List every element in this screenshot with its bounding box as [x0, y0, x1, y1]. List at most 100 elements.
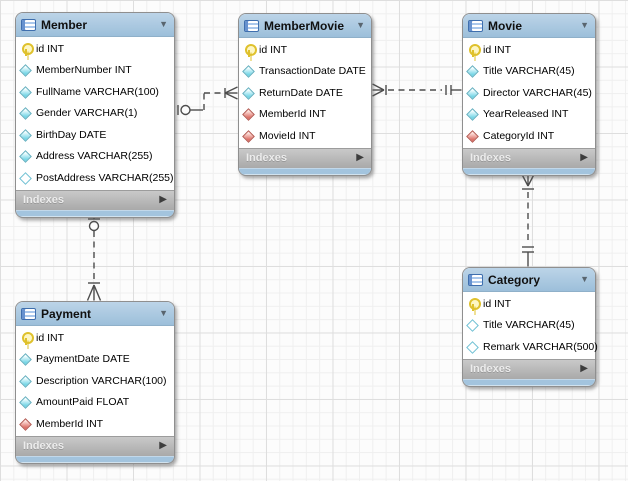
table-bottom-strip	[16, 455, 174, 463]
table-columns: id INT Title VARCHAR(45) Director VARCHA…	[463, 38, 595, 148]
relationship-member-membermovie[interactable]	[178, 87, 238, 115]
column-name: id INT	[259, 43, 288, 56]
expand-arrow-icon[interactable]: ▶	[356, 152, 364, 163]
table-icon	[468, 273, 483, 286]
table-title: Payment	[41, 306, 92, 321]
table-columns: id INT MemberNumber INT FullName VARCHAR…	[16, 37, 174, 190]
column-name: ReturnDate DATE	[259, 86, 343, 99]
table-header[interactable]: MemberMovie ▼	[239, 14, 371, 38]
table-title: Category	[488, 272, 541, 287]
column-row[interactable]: MemberNumber INT	[16, 60, 174, 82]
relationship-member-payment[interactable]	[88, 214, 101, 301]
indexes-label: Indexes	[23, 440, 64, 452]
collapse-arrow-icon[interactable]: ▼	[159, 19, 168, 29]
indexes-bar[interactable]: Indexes ▶	[463, 147, 595, 168]
column-type-icon	[467, 43, 481, 57]
column-row[interactable]: YearReleased INT	[463, 104, 595, 126]
expand-arrow-icon[interactable]: ▶	[580, 363, 588, 374]
column-name: BirthDay DATE	[36, 128, 107, 141]
table-category[interactable]: Category ▼ id INT Title VARCHAR(45) Rema…	[462, 267, 598, 387]
column-row[interactable]: BirthDay DATE	[16, 124, 174, 146]
column-type-icon	[20, 63, 31, 77]
collapse-arrow-icon[interactable]: ▼	[159, 308, 168, 318]
table-member[interactable]: Member ▼ id INT MemberNumber INT FullNam…	[15, 12, 175, 218]
column-type-icon	[20, 85, 31, 99]
table-title: MemberMovie	[264, 18, 345, 33]
indexes-bar[interactable]: Indexes ▶	[463, 358, 595, 379]
column-row[interactable]: MemberId INT	[16, 413, 174, 435]
table-movie[interactable]: Movie ▼ id INT Title VARCHAR(45) Directo…	[462, 13, 596, 176]
column-row[interactable]: Remark VARCHAR(500)	[463, 336, 598, 358]
column-row[interactable]: Director VARCHAR(45)	[463, 82, 595, 104]
column-name: TransactionDate DATE	[259, 65, 366, 78]
column-type-icon	[20, 352, 31, 366]
collapse-arrow-icon[interactable]: ▼	[580, 274, 589, 284]
expand-arrow-icon[interactable]: ▶	[159, 194, 167, 205]
column-name: PostAddress VARCHAR(255)	[36, 171, 174, 184]
indexes-bar[interactable]: Indexes ▶	[16, 435, 174, 456]
column-row[interactable]: PaymentDate DATE	[16, 349, 174, 371]
table-header[interactable]: Member ▼	[16, 13, 174, 37]
column-row[interactable]: id INT	[239, 39, 371, 61]
table-header[interactable]: Payment ▼	[16, 302, 174, 326]
column-name: Title VARCHAR(45)	[483, 65, 575, 78]
expand-arrow-icon[interactable]: ▶	[159, 440, 167, 451]
column-row[interactable]: ReturnDate DATE	[239, 82, 371, 104]
column-name: Remark VARCHAR(500)	[483, 340, 598, 353]
column-type-icon	[20, 106, 31, 120]
column-row[interactable]: Title VARCHAR(45)	[463, 61, 595, 83]
table-membermovie[interactable]: MemberMovie ▼ id INT TransactionDate DAT…	[238, 13, 372, 176]
column-row[interactable]: CategoryId INT	[463, 125, 595, 147]
table-header[interactable]: Category ▼	[463, 268, 595, 292]
indexes-bar[interactable]: Indexes ▶	[239, 147, 371, 168]
table-icon	[21, 307, 36, 320]
table-columns: id INT TransactionDate DATE ReturnDate D…	[239, 38, 371, 148]
column-type-icon	[467, 340, 478, 354]
table-header[interactable]: Movie ▼	[463, 14, 595, 38]
column-type-icon	[20, 149, 31, 163]
column-row[interactable]: TransactionDate DATE	[239, 61, 371, 83]
column-name: id INT	[36, 331, 65, 344]
column-type-icon	[243, 64, 254, 78]
column-row[interactable]: id INT	[463, 39, 595, 61]
column-type-icon	[467, 318, 478, 332]
collapse-arrow-icon[interactable]: ▼	[356, 20, 365, 30]
column-row[interactable]: MemberId INT	[239, 104, 371, 126]
column-row[interactable]: Address VARCHAR(255)	[16, 146, 174, 168]
column-name: FullName VARCHAR(100)	[36, 85, 159, 98]
column-name: PaymentDate DATE	[36, 353, 130, 366]
column-row[interactable]: id INT	[463, 293, 595, 315]
column-type-icon	[467, 86, 478, 100]
table-bottom-strip	[239, 167, 371, 175]
column-name: id INT	[483, 43, 512, 56]
relationship-movie-category[interactable]	[522, 174, 535, 267]
column-type-icon	[243, 43, 257, 57]
column-row[interactable]: PostAddress VARCHAR(255)	[16, 167, 174, 189]
column-name: YearReleased INT	[483, 108, 569, 121]
column-name: Description VARCHAR(100)	[36, 374, 167, 387]
table-payment[interactable]: Payment ▼ id INT PaymentDate DATE Descri…	[15, 301, 175, 464]
column-type-icon	[20, 417, 31, 431]
column-row[interactable]: FullName VARCHAR(100)	[16, 81, 174, 103]
indexes-bar[interactable]: Indexes ▶	[16, 189, 174, 210]
table-bottom-strip	[463, 378, 595, 386]
column-row[interactable]: MovieId INT	[239, 125, 371, 147]
column-row[interactable]: Title VARCHAR(45)	[463, 315, 595, 337]
column-row[interactable]: id INT	[16, 38, 174, 60]
relationship-membermovie-movie[interactable]	[373, 84, 462, 96]
column-row[interactable]: Description VARCHAR(100)	[16, 370, 174, 392]
column-row[interactable]: Gender VARCHAR(1)	[16, 103, 174, 125]
indexes-label: Indexes	[470, 363, 511, 375]
column-row[interactable]: id INT	[16, 327, 174, 349]
column-row[interactable]: AmountPaid FLOAT	[16, 392, 174, 414]
indexes-label: Indexes	[23, 194, 64, 206]
expand-arrow-icon[interactable]: ▶	[580, 152, 588, 163]
column-name: id INT	[483, 297, 512, 310]
collapse-arrow-icon[interactable]: ▼	[580, 20, 589, 30]
column-type-icon	[20, 331, 34, 345]
column-type-icon	[467, 297, 481, 311]
column-name: MemberId INT	[259, 108, 327, 121]
column-name: Address VARCHAR(255)	[36, 150, 153, 163]
